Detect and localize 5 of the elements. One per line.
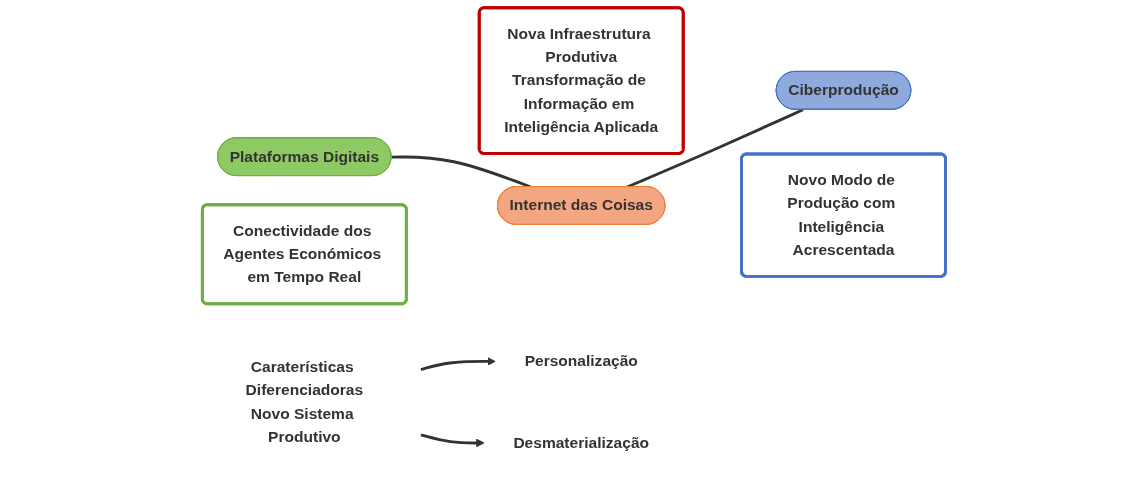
node-text: Desmaterialização	[513, 434, 649, 451]
node-text: Caraterísticas Diferenciadoras Novo Sistema Produtivo	[245, 358, 363, 445]
node-text: Personalização	[524, 352, 638, 370]
arrow	[420, 357, 496, 371]
arrow	[420, 433, 485, 448]
